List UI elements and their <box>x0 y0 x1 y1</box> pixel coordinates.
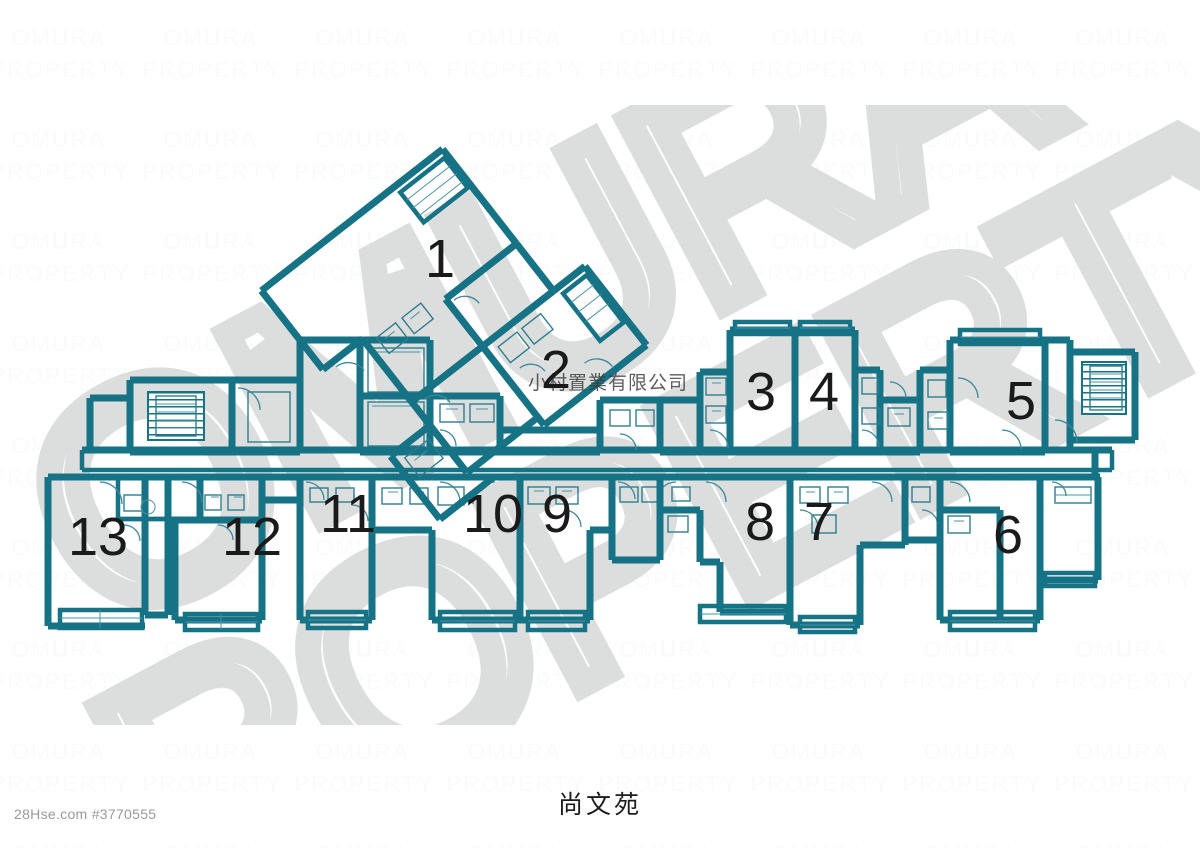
unit-number-10: 10 <box>463 484 524 544</box>
site-credit: 28Hse.com #3770555 <box>14 806 157 822</box>
agency-watermark: 小村置業有限公司 <box>528 372 689 394</box>
unit-number-12: 12 <box>222 507 283 567</box>
unit-number-5: 5 <box>1006 371 1037 431</box>
unit-number-1: 1 <box>425 229 456 289</box>
unit-number-7: 7 <box>804 492 835 552</box>
unit-number-11: 11 <box>320 484 377 544</box>
unit-number-9: 9 <box>542 484 573 544</box>
unit-number-4: 4 <box>809 362 840 422</box>
unit-number-3: 3 <box>746 362 777 422</box>
unit-number-8: 8 <box>745 492 776 552</box>
upper-wing <box>86 319 1139 456</box>
unit-number-6: 6 <box>993 505 1024 565</box>
unit-number-2: 2 <box>541 340 572 400</box>
diagonal-wing <box>258 146 650 522</box>
lower-wing <box>44 473 1102 635</box>
page-title: 尚文苑 <box>557 790 642 819</box>
unit-number-13: 13 <box>68 507 129 567</box>
